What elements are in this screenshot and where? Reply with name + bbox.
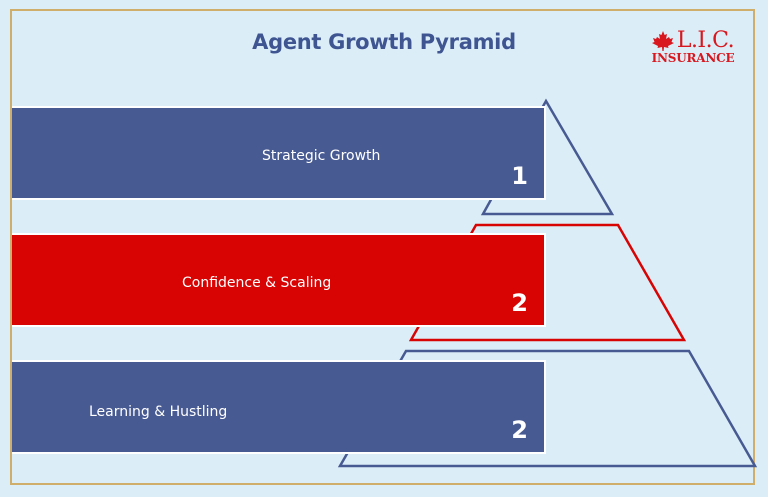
level-number: 2 (511, 289, 528, 317)
level-bar-strategic-growth: Strategic Growth 1 (12, 106, 546, 200)
level-number: 1 (511, 162, 528, 190)
logo-brand: L.I.C. (676, 28, 735, 53)
gold-frame (10, 9, 755, 485)
level-number: 2 (511, 416, 528, 444)
page-title: Agent Growth Pyramid (252, 30, 516, 54)
maple-leaf-icon (651, 31, 674, 51)
level-label: Learning & Hustling (89, 404, 228, 420)
level-bar-learning-hustling: Learning & Hustling 2 (12, 360, 546, 454)
lic-insurance-logo: L.I.C. INSURANCE (638, 30, 748, 65)
level-label: Confidence & Scaling (182, 275, 332, 291)
level-bar-confidence-scaling: Confidence & Scaling 2 (12, 233, 546, 327)
logo-subtitle: INSURANCE (651, 51, 735, 65)
level-label: Strategic Growth (262, 148, 381, 164)
